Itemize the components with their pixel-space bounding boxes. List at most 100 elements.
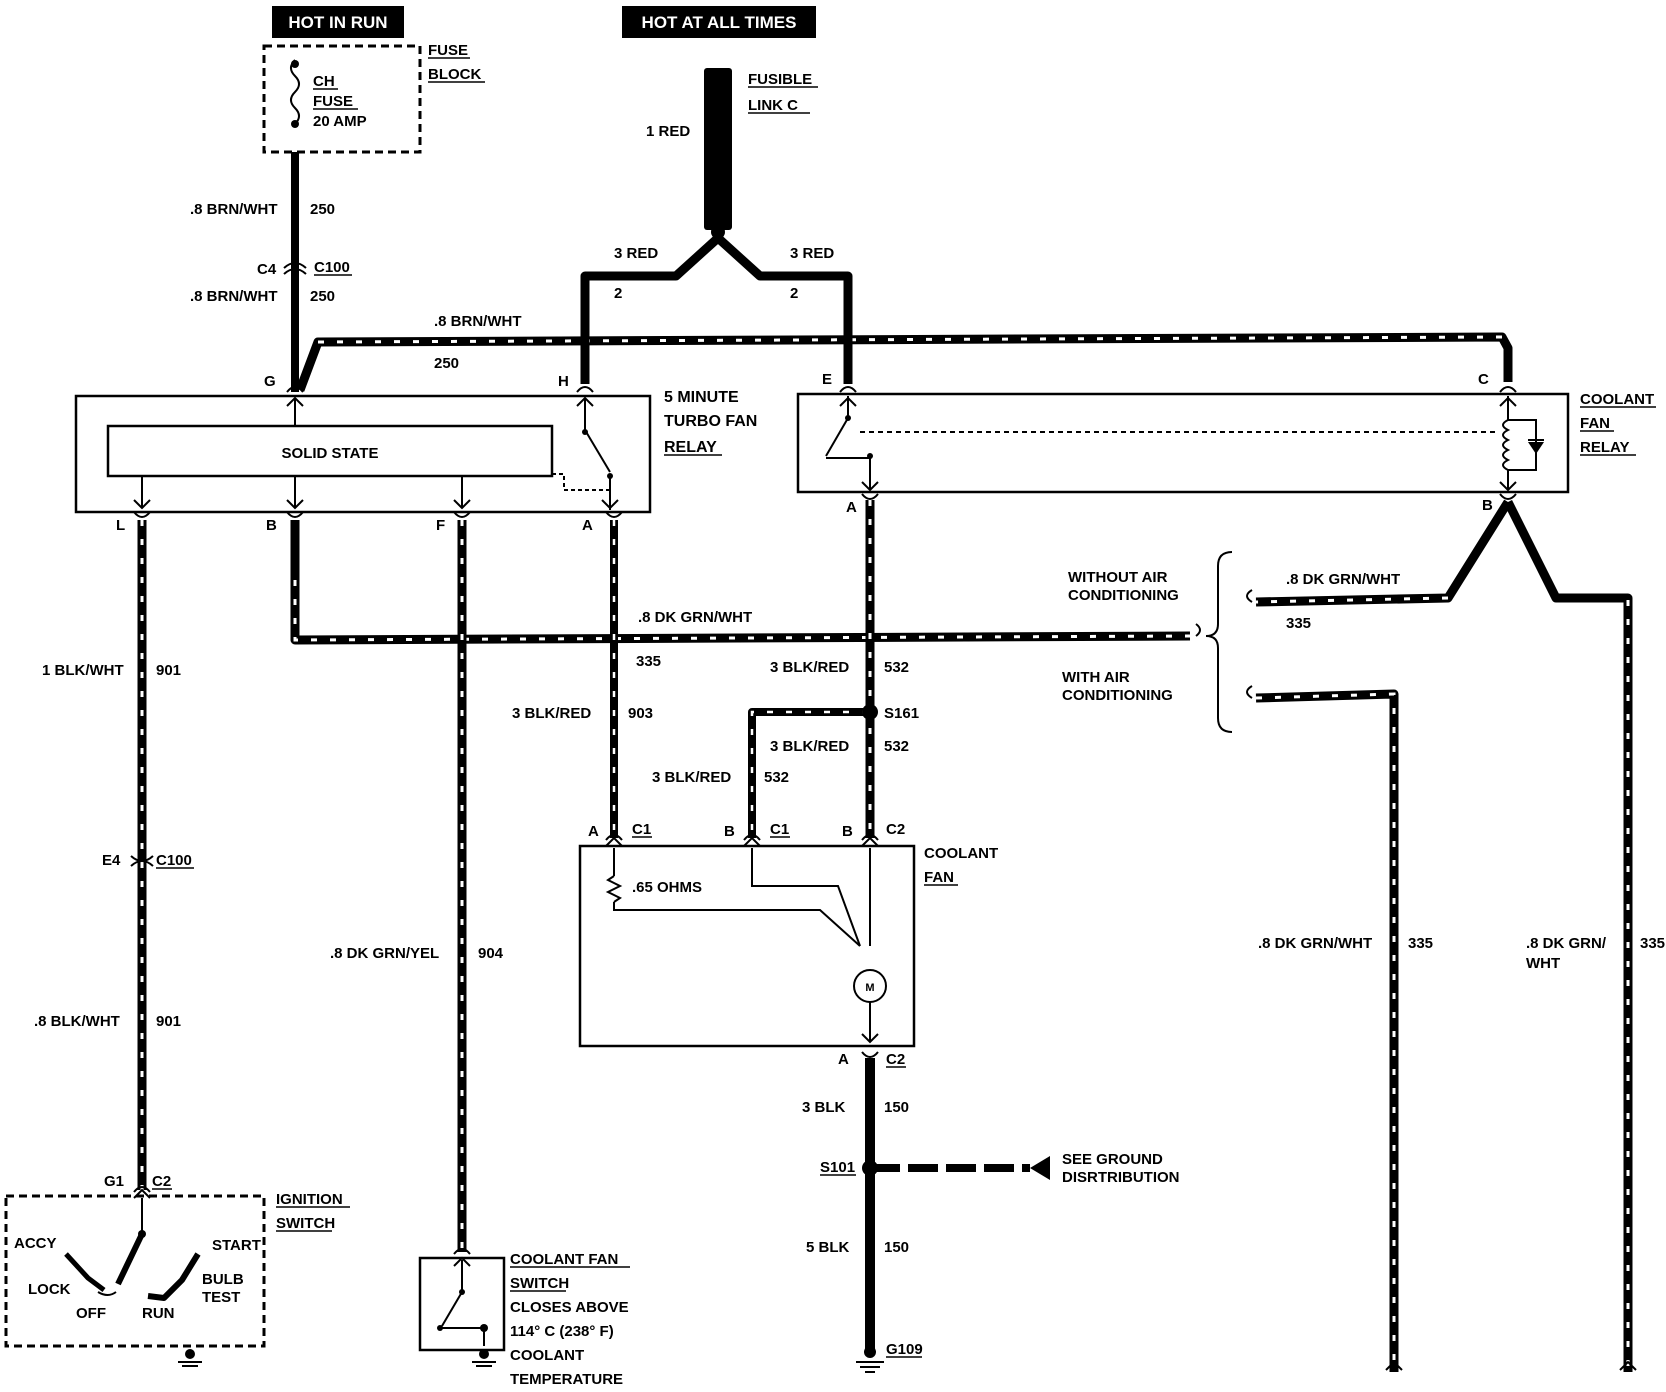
label-w335-horiz: .8 DK GRN/WHT xyxy=(638,609,752,626)
label-w532-c-num: 532 xyxy=(764,769,789,786)
coolant-fan-resistor-label: .65 OHMS xyxy=(632,879,702,896)
air-conditioning-options: WITHOUT AIR CONDITIONING WITH AIR CONDIT… xyxy=(1062,551,1233,733)
label-s101: S101 xyxy=(820,1159,855,1176)
ground-g109 xyxy=(856,1346,884,1373)
label-w901-top: 1 BLK/WHT xyxy=(42,662,124,679)
coolant-switch-desc-2: 114° C (238° F) xyxy=(510,1323,614,1340)
fuse-block: CH FUSE 20 AMP FUSE BLOCK xyxy=(262,42,485,154)
hot-in-run-header: HOT IN RUN xyxy=(272,6,404,38)
ignition-lock: LOCK xyxy=(28,1281,71,1298)
with-ac-label-1: WITH AIR xyxy=(1062,669,1130,686)
hot-in-run-label: HOT IN RUN xyxy=(288,13,387,32)
fusible-link-wire: 1 RED xyxy=(646,123,690,140)
label-e4: E4 xyxy=(102,852,121,869)
turbo-relay-switch-contact xyxy=(584,429,611,473)
label-w901-bottom: .8 BLK/WHT xyxy=(34,1013,120,1030)
label-w150-bottom-num: 150 xyxy=(884,1239,909,1256)
label-w250-horiz-num: 250 xyxy=(434,355,459,372)
coolant-fan-conn-c1a: C1 xyxy=(632,821,651,838)
solid-state-module xyxy=(106,424,554,478)
ignition-run: RUN xyxy=(142,1305,175,1322)
label-w335-right-mid: .8 DK GRN/WHT xyxy=(1258,935,1372,952)
coolant-fan-pin-a: A xyxy=(588,823,599,840)
coolant-switch-desc-3: COOLANT xyxy=(510,1347,584,1364)
label-w335-right-mid-num: 335 xyxy=(1408,935,1433,952)
label-w901-top-num: 901 xyxy=(156,662,181,679)
label-red-left-num: 2 xyxy=(614,285,622,302)
turbo-relay-pin-a: A xyxy=(582,517,593,534)
coolant-relay-pin-e: E xyxy=(822,371,832,388)
coolant-fan-pin-a-bottom: A xyxy=(838,1051,849,1068)
ignition-start: START xyxy=(212,1237,261,1254)
fuse-block-title-1: FUSE xyxy=(428,42,468,59)
wire-red-left xyxy=(580,234,722,384)
ignition-switch: G1 C2 IGNITION SWITCH ACCY START LOCK BU… xyxy=(4,1173,350,1367)
coolant-switch-contact xyxy=(441,1291,463,1327)
hot-at-all-times-header: HOT AT ALL TIMES xyxy=(622,6,816,38)
coolant-switch-title-2: SWITCH xyxy=(510,1275,569,1292)
with-ac-label-2: CONDITIONING xyxy=(1062,687,1173,704)
coolant-fan-motor-label: M xyxy=(865,982,874,994)
label-w335-far-2: WHT xyxy=(1526,955,1560,972)
label-w250-mid-num: 250 xyxy=(310,288,335,305)
ac-option-brace xyxy=(1205,551,1233,733)
label-c100-bottom: C100 xyxy=(156,852,192,869)
fuse-block-title-2: BLOCK xyxy=(428,66,481,83)
ignition-switch-lever xyxy=(115,1232,145,1286)
coolant-relay-coil xyxy=(1502,419,1511,471)
ignition-conn-c2: C2 xyxy=(152,1173,171,1190)
coolant-fan-switch: COOLANT FAN SWITCH CLOSES ABOVE 114° C (… xyxy=(418,1251,630,1388)
fuse-label-rating: 20 AMP xyxy=(313,113,367,130)
coolant-fan-resistor xyxy=(605,875,623,903)
without-ac-label-1: WITHOUT AIR xyxy=(1068,569,1168,586)
ignition-accy: ACCY xyxy=(14,1235,57,1252)
wire-red-right xyxy=(714,234,853,384)
coolant-switch-title-1: COOLANT FAN xyxy=(510,1251,618,1268)
ground-distribution-arrow xyxy=(1030,1156,1050,1180)
fusible-link-c: FUSIBLE LINK C 1 RED xyxy=(646,68,818,239)
coolant-fan-relay: E C A B COOLANT FAN RELAY xyxy=(796,371,1656,516)
turbo-relay-title-3: RELAY xyxy=(664,439,717,456)
label-w532-a-num: 532 xyxy=(884,659,909,676)
coolant-relay-pin-b: B xyxy=(1482,497,1493,514)
label-red-left: 3 RED xyxy=(614,245,658,262)
label-w903: 3 BLK/RED xyxy=(512,705,591,722)
label-w150-bottom: 5 BLK xyxy=(806,1239,850,1256)
turbo-relay-pin-b: B xyxy=(266,517,277,534)
label-c100-top: C100 xyxy=(314,259,350,276)
label-w150-top-num: 150 xyxy=(884,1099,909,1116)
wire-335-with-ac xyxy=(1255,689,1399,1372)
label-w335-right-top: .8 DK GRN/WHT xyxy=(1286,571,1400,588)
without-ac-label-2: CONDITIONING xyxy=(1068,587,1179,604)
fusible-link-title-2: LINK C xyxy=(748,97,798,114)
label-w335-horiz-num: 335 xyxy=(636,653,661,670)
label-w250-top-num: 250 xyxy=(310,201,335,218)
label-w250-top: .8 BRN/WHT xyxy=(190,201,278,218)
fusible-link-title-1: FUSIBLE xyxy=(748,71,812,88)
label-c4: C4 xyxy=(257,261,277,278)
label-w532-b: 3 BLK/RED xyxy=(770,738,849,755)
turbo-relay-pin-f: F xyxy=(436,517,445,534)
label-w901-bottom-num: 901 xyxy=(156,1013,181,1030)
ignition-test: TEST xyxy=(202,1289,240,1306)
see-ground-distribution-1: SEE GROUND xyxy=(1062,1151,1163,1168)
splice-s161 xyxy=(862,704,878,720)
see-ground-distribution-2: DISRTRIBUTION xyxy=(1062,1169,1180,1186)
coolant-fan-pin-b: B xyxy=(724,823,735,840)
turbo-relay-pin-g: G xyxy=(264,373,276,390)
hot-at-all-times-label: HOT AT ALL TIMES xyxy=(642,13,797,32)
coolant-relay-title-3: RELAY xyxy=(1580,439,1629,456)
wire-250-horizontal xyxy=(295,332,1513,392)
ignition-title-1: IGNITION xyxy=(276,1191,343,1208)
wire-labels: .8 BRN/WHT 250 C4 C100 .8 BRN/WHT 250 .8… xyxy=(34,201,1665,1358)
label-g109: G109 xyxy=(886,1341,923,1358)
label-w250-mid: .8 BRN/WHT xyxy=(190,288,278,305)
turbo-relay-pin-h: H xyxy=(558,373,569,390)
ignition-bulb: BULB xyxy=(202,1271,244,1288)
coolant-fan: .65 OHMS M A C1 B C1 B C2 A C2 COOLANT F… xyxy=(578,821,998,1068)
splice-s101 xyxy=(862,1160,878,1176)
label-w335-far-num: 335 xyxy=(1640,935,1665,952)
label-s161: S161 xyxy=(884,705,919,722)
label-red-right-num: 2 xyxy=(790,285,798,302)
